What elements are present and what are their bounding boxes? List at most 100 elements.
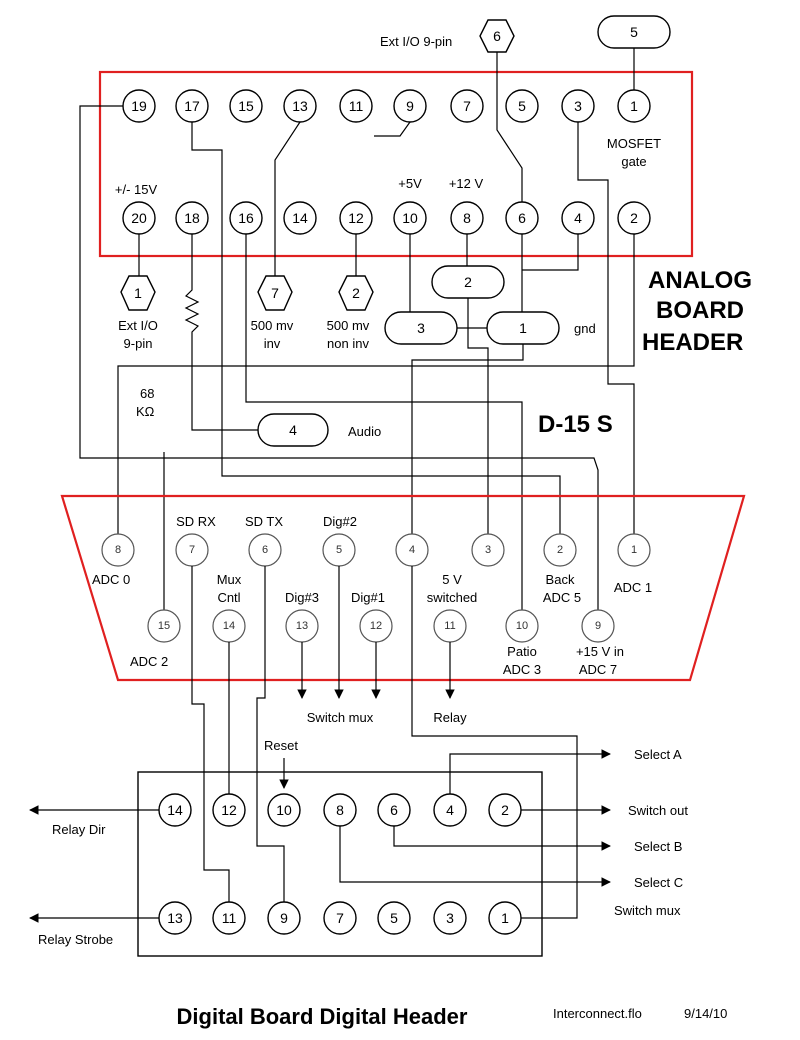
hex-2-num: 2 xyxy=(352,285,360,301)
analog-top-pins: 19 17 15 13 11 9 7 5 3 1 xyxy=(122,89,651,123)
d15-dig3: Dig#3 xyxy=(285,590,319,605)
analog-pin-5: 5 xyxy=(518,98,526,114)
d15-adc2: ADC 2 xyxy=(130,654,168,669)
digital-pin-10: 10 xyxy=(276,802,292,818)
d15-pin-1: 1 xyxy=(631,544,637,556)
digital-header-outline xyxy=(137,771,543,957)
d15-cntl: Cntl xyxy=(217,590,240,605)
d15-adc1: ADC 1 xyxy=(614,580,652,595)
analog-pin-4: 4 xyxy=(574,210,582,226)
ext-io-hex-1 xyxy=(120,275,156,311)
ext-io-hex-6-num: 6 xyxy=(493,28,501,44)
d15-switched: switched xyxy=(427,590,478,605)
d15-dig2: Dig#2 xyxy=(323,514,357,529)
analog-pin-12: 12 xyxy=(348,210,364,226)
digital-pin-13: 13 xyxy=(167,910,183,926)
p12v-label: +12 V xyxy=(449,176,484,191)
d15-pin-7: 7 xyxy=(189,544,195,556)
d15-pin-11: 11 xyxy=(444,620,455,632)
ext-io-top-label: Ext I/O 9-pin xyxy=(380,34,452,49)
digital-pin-3: 3 xyxy=(446,910,454,926)
pill-4 xyxy=(257,413,329,447)
analog-title-line3: HEADER xyxy=(642,329,743,356)
switch-mux-arrows xyxy=(297,566,455,699)
analog-wires xyxy=(79,48,635,610)
d15-patio: Patio xyxy=(507,644,537,659)
select-c-label: Select C xyxy=(634,875,683,890)
relay-strobe-label: Relay Strobe xyxy=(38,932,113,947)
analog-pin-17: 17 xyxy=(184,98,200,114)
analog-pin-7: 7 xyxy=(463,98,471,114)
d15-15v-in: +15 V in xyxy=(576,644,624,659)
audio-label: Audio xyxy=(348,424,381,439)
d15-adc3: ADC 3 xyxy=(503,662,541,677)
analog-pin-3: 3 xyxy=(574,98,582,114)
analog-title-line1: ANALOG xyxy=(648,267,752,294)
analog-pin-14: 14 xyxy=(292,210,308,226)
digital-pin-9: 9 xyxy=(280,910,288,926)
analog-pin-6: 6 xyxy=(518,210,526,226)
d15-pin-15: 15 xyxy=(158,620,170,632)
switch-mux-right-label: Switch mux xyxy=(614,903,681,918)
ext-io-hex-6 xyxy=(479,19,515,53)
footer-file: Interconnect.flo xyxy=(553,1006,642,1021)
analog-pin-16: 16 xyxy=(238,210,254,226)
pm15v-label: +/- 15V xyxy=(115,182,158,197)
analog-pin-1: 1 xyxy=(630,98,638,114)
d15-mux: Mux xyxy=(217,572,242,587)
d15-adc7: ADC 7 xyxy=(579,662,617,677)
ext-io-label-2: 9-pin xyxy=(124,336,153,351)
relay-label: Relay xyxy=(433,710,467,725)
digital-pin-2: 2 xyxy=(501,802,509,818)
d15-5v: 5 V xyxy=(442,572,462,587)
switch-mux-label: Switch mux xyxy=(307,710,374,725)
reset-label: Reset xyxy=(264,738,298,753)
pill-1-num: 1 xyxy=(519,320,527,336)
analog-pin-15: 15 xyxy=(238,98,254,114)
d15-title: D-15 S xyxy=(538,411,613,438)
analog-pin-20: 20 xyxy=(131,210,147,226)
footer-date: 9/14/10 xyxy=(684,1006,727,1021)
relay-dir-label: Relay Dir xyxy=(52,822,106,837)
analog-pin-2: 2 xyxy=(630,210,638,226)
d15-pin-8: 8 xyxy=(115,544,121,556)
digital-pin-11: 11 xyxy=(222,910,237,926)
digital-pin-14: 14 xyxy=(167,802,183,818)
mv-inv-label-2: inv xyxy=(264,336,281,351)
analog-bottom-pins: 20 18 16 14 12 10 8 6 4 2 xyxy=(122,201,651,235)
d15-pin-9: 9 xyxy=(595,620,601,632)
d15-pin-10: 10 xyxy=(516,620,528,632)
d15-top-pins: 8 7 6 5 4 3 2 1 xyxy=(101,533,651,567)
pill-3-num: 3 xyxy=(417,320,425,336)
d15-outline xyxy=(60,494,746,682)
analog-pin-11: 11 xyxy=(349,98,364,114)
hex-7 xyxy=(257,275,293,311)
pill-5-num: 5 xyxy=(630,24,638,40)
analog-pin-9: 9 xyxy=(406,98,414,114)
digital-pin-8: 8 xyxy=(336,802,344,818)
mv-noninv-label-2: non inv xyxy=(327,336,369,351)
resistor-symbol xyxy=(184,234,258,431)
mosfet-label: MOSFET xyxy=(607,136,661,151)
digital-top-pins: 14 12 10 8 6 4 2 xyxy=(158,793,522,827)
d15-pin-13: 13 xyxy=(296,620,308,632)
d15-back: Back xyxy=(546,572,575,587)
digital-pin-6: 6 xyxy=(390,802,398,818)
ext-io-label-1: Ext I/O xyxy=(118,318,158,333)
digital-pin-7: 7 xyxy=(336,910,344,926)
d15-pin-4: 4 xyxy=(409,544,415,556)
analog-pin-8: 8 xyxy=(463,210,471,226)
p5v-label: +5V xyxy=(398,176,422,191)
analog-pin-19: 19 xyxy=(131,98,147,114)
d15-pin-14: 14 xyxy=(223,620,235,632)
resistor-value-2: KΩ xyxy=(136,404,155,419)
d15-adc5: ADC 5 xyxy=(543,590,581,605)
digital-wires xyxy=(29,566,611,923)
d15-sd-tx: SD TX xyxy=(245,514,283,529)
analog-header-outline xyxy=(98,70,694,258)
d15-pin-3: 3 xyxy=(485,544,491,556)
gnd-label: gnd xyxy=(574,321,596,336)
analog-pin-10: 10 xyxy=(402,210,418,226)
pill-2-num: 2 xyxy=(464,274,472,290)
